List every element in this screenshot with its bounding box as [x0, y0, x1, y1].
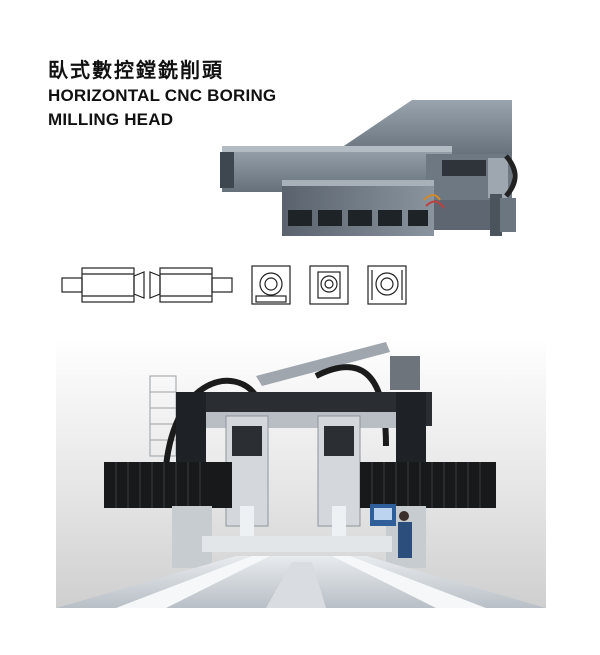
- title-chinese: 臥式數控鏜銑削頭: [48, 58, 224, 82]
- gantry-machine-illustration: [56, 336, 546, 608]
- boring-head-illustration: [220, 100, 518, 236]
- configuration-diagrams: [61, 265, 407, 305]
- title-english-line1: HORIZONTAL CNC BORING: [48, 86, 277, 105]
- title-english-line2: MILLING HEAD: [48, 110, 174, 129]
